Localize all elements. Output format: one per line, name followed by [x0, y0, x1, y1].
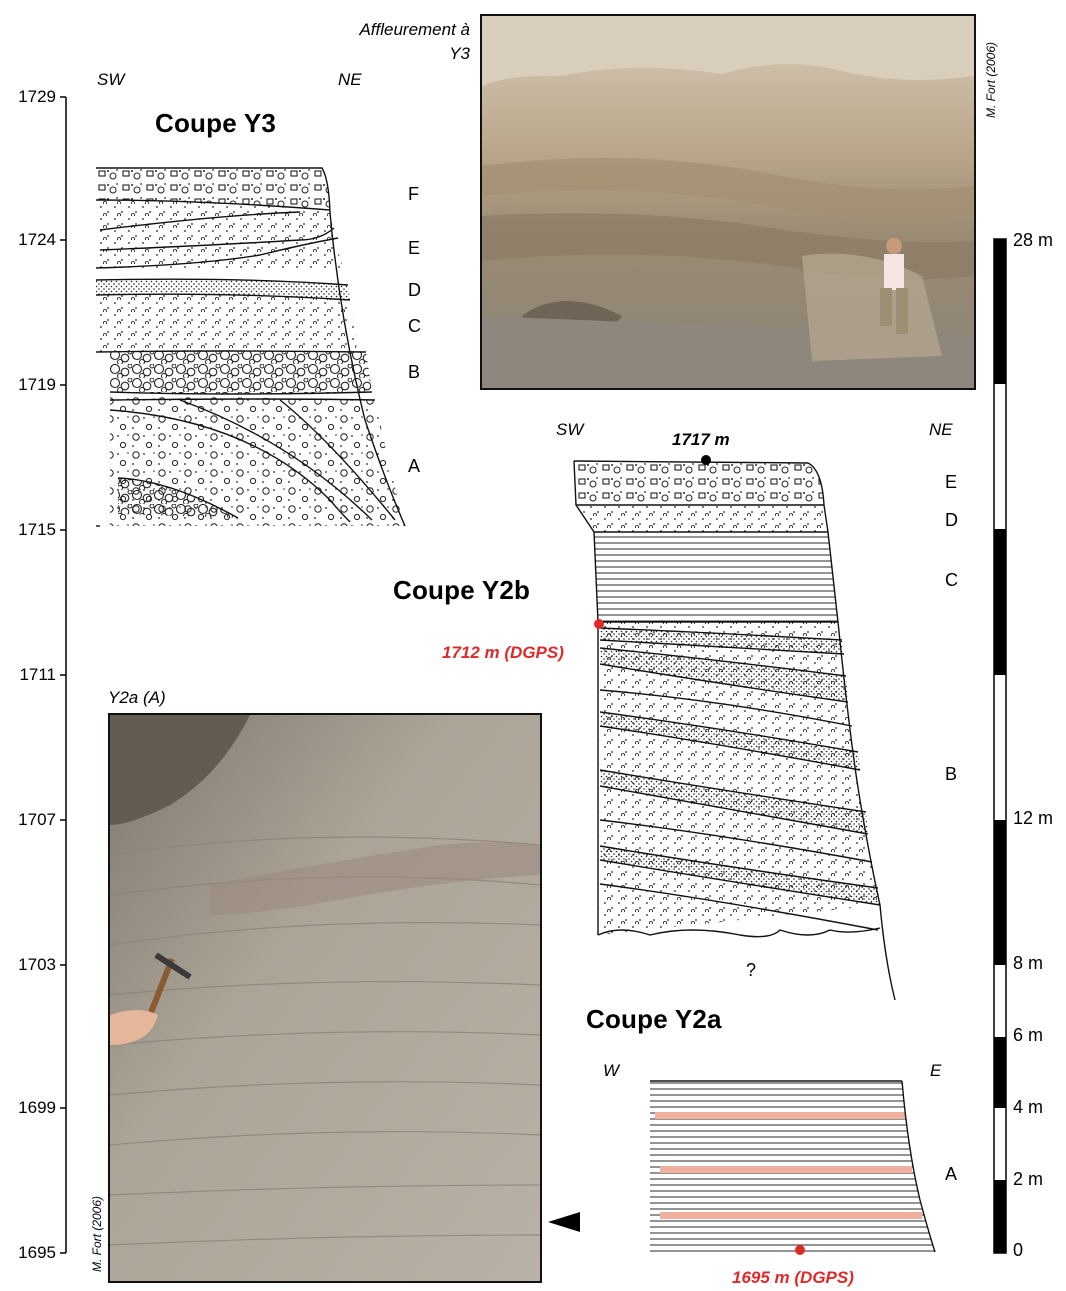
y2a-orientation-left: W: [603, 1061, 620, 1080]
y2a-dgps-label: 1695 m (DGPS): [732, 1268, 854, 1287]
axis-tick-1719: 1719: [18, 375, 56, 394]
y2b-section-title: Coupe Y2b: [393, 575, 531, 605]
photo-y3: [480, 14, 976, 390]
scale-label-6m: 6 m: [1013, 1025, 1044, 1045]
scale-label-8m: 8 m: [1013, 953, 1044, 973]
y2b-orientation-left: SW: [556, 420, 584, 439]
y2b-layer-d: D: [945, 510, 958, 530]
axis-tick-1715: 1715: [18, 520, 56, 539]
y2a-section-title: Coupe Y2a: [586, 1004, 722, 1034]
y2a-layer-a: A: [945, 1164, 958, 1184]
y2b-layer-c: C: [945, 570, 958, 590]
y3-layer-d: D: [408, 280, 421, 300]
y3-layer-c: C: [408, 316, 421, 336]
y3-section-title: Coupe Y3: [155, 108, 277, 138]
y2b-dgps-label: 1712 m (DGPS): [442, 643, 564, 662]
y3-layer-f: F: [408, 184, 419, 204]
axis-tick-1699: 1699: [18, 1098, 56, 1117]
y2b-orientation-right: NE: [929, 420, 953, 439]
photo-y2a-image: [110, 715, 540, 1281]
y2b-layer-b: B: [945, 764, 958, 784]
axis-tick-1711: 1711: [19, 665, 56, 684]
scale-label-12m: 12 m: [1013, 808, 1054, 828]
photo-y2a: [108, 713, 542, 1283]
y2a-orientation-right: E: [930, 1061, 942, 1080]
y3-layer-e: E: [408, 238, 421, 258]
axis-tick-1729: 1729: [18, 87, 56, 106]
y2b-unknown-base: ?: [746, 960, 757, 980]
y3-orientation-left: SW: [97, 70, 125, 89]
axis-tick-1724: 1724: [18, 230, 56, 249]
y3-layer-b: B: [408, 362, 421, 382]
scale-label-28m: 28 m: [1013, 230, 1054, 250]
photo-y3-caption-line1: Affleurement à: [359, 20, 470, 39]
y3-orientation-right: NE: [338, 70, 362, 89]
axis-tick-1695: 1695: [18, 1243, 56, 1262]
photo-y3-caption: Affleurement à Y3: [330, 18, 470, 66]
photo-y2a-caption: Y2a (A): [108, 688, 166, 707]
scale-label-2m: 2 m: [1013, 1169, 1044, 1189]
y3-layer-a: A: [408, 456, 421, 476]
scale-label-4m: 4 m: [1013, 1097, 1044, 1117]
axis-tick-1703: 1703: [18, 955, 56, 974]
photo-y3-caption-line2: Y3: [449, 44, 470, 63]
axis-tick-1707: 1707: [18, 810, 56, 829]
photo-y3-image: [482, 16, 974, 388]
y2b-layer-e: E: [945, 472, 958, 492]
y2b-top-elevation: 1717 m: [672, 430, 730, 449]
scale-label-0: 0: [1013, 1240, 1024, 1260]
